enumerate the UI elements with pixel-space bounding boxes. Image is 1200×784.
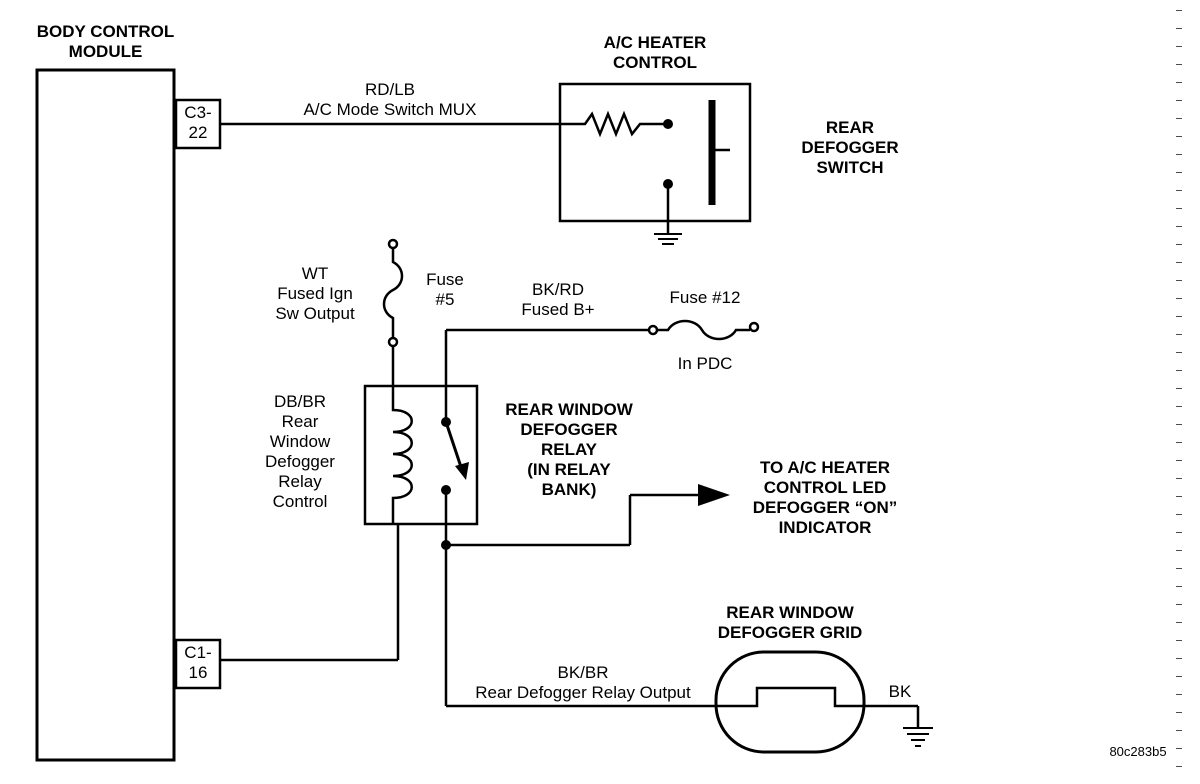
relay-contact-arm [444,421,464,471]
indicator-arrow [698,484,730,506]
figure-id: 80c283b5 [1109,744,1167,759]
fuse5-label: Fuse#5 [426,270,464,309]
grid-ground-label: BK [888,682,912,701]
defogger-grid-symbol [714,650,866,754]
fuse12-label: Fuse #12 [669,288,741,307]
switch-contact-top [663,119,673,129]
relay-box [363,384,479,526]
fuse12 [657,319,750,341]
fuse5-top-terminal [387,238,399,250]
ac-control-box [558,82,752,223]
fuse5 [382,248,404,338]
pin-c1-16: C1-16 [178,643,218,683]
relay-coil [391,392,413,524]
ground-symbol-ac [654,233,682,245]
ground-symbol-grid [903,727,933,747]
pin-c3-22: C3-22 [178,103,218,143]
edge-tick-marks [1176,10,1182,780]
pdc-label: In PDC [677,354,733,373]
resistor [560,110,665,138]
bcm-box [35,68,176,762]
